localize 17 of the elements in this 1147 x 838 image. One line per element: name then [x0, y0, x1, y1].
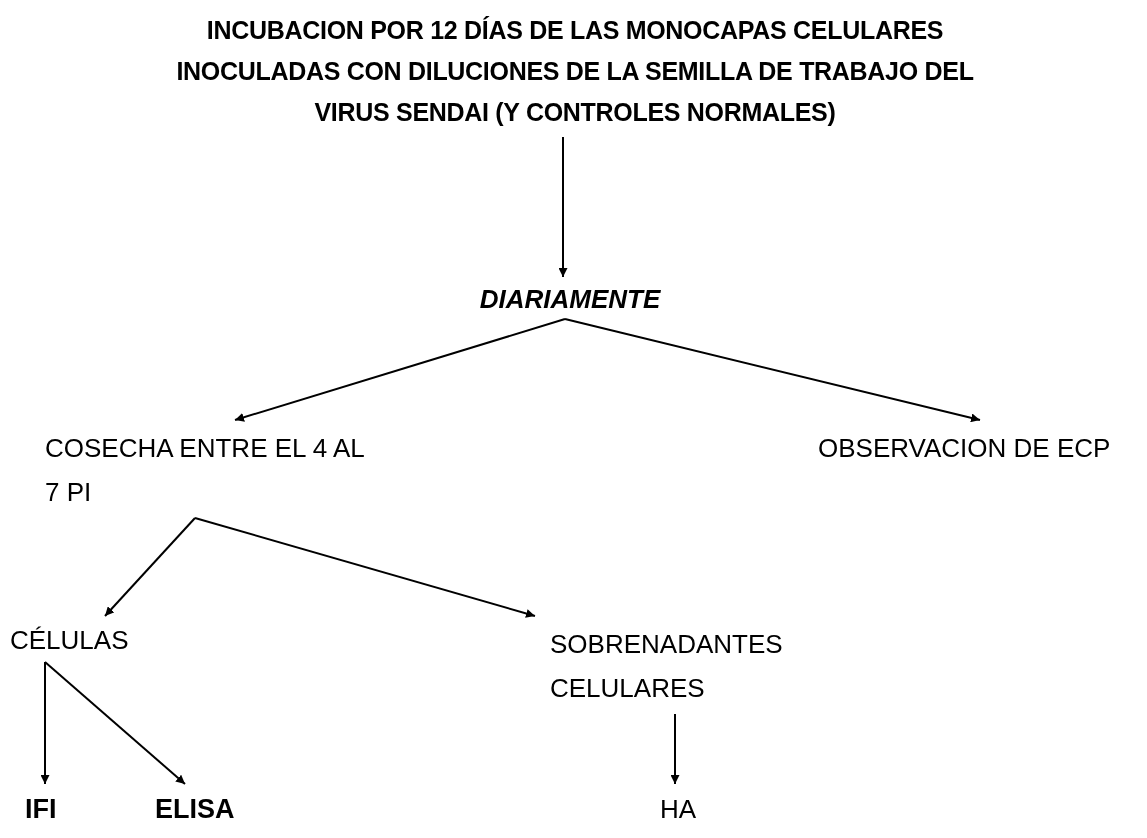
arrow [234, 318, 566, 422]
step-label: SOBRENADANTES CELULARES [550, 622, 830, 710]
step-label: DIARIAMENTE [450, 283, 690, 315]
arrow [564, 318, 981, 423]
result-label: ELISA [155, 790, 275, 828]
arrow [44, 661, 186, 785]
step-label: CÉLULAS [10, 622, 170, 658]
title-text: INCUBACION POR 12 DÍAS DE LAS MONOCAPAS CELULARES INOCULADAS CON DILUCIONES DE LA SEMILLA DE TRABAJO DEL VIRUS SENDAI (Y CONTROLES NORMALES) [150, 10, 1000, 133]
result-label: IFI [25, 790, 85, 828]
step-label: OBSERVACION DE ECP [818, 426, 1140, 470]
step-label: COSECHA ENTRE EL 4 AL 7 PI [45, 426, 385, 514]
arrow [670, 713, 680, 785]
arrow [194, 517, 536, 618]
arrow [104, 517, 196, 617]
arrow [558, 136, 568, 278]
result-label: HA [660, 790, 720, 828]
arrow [40, 661, 50, 785]
